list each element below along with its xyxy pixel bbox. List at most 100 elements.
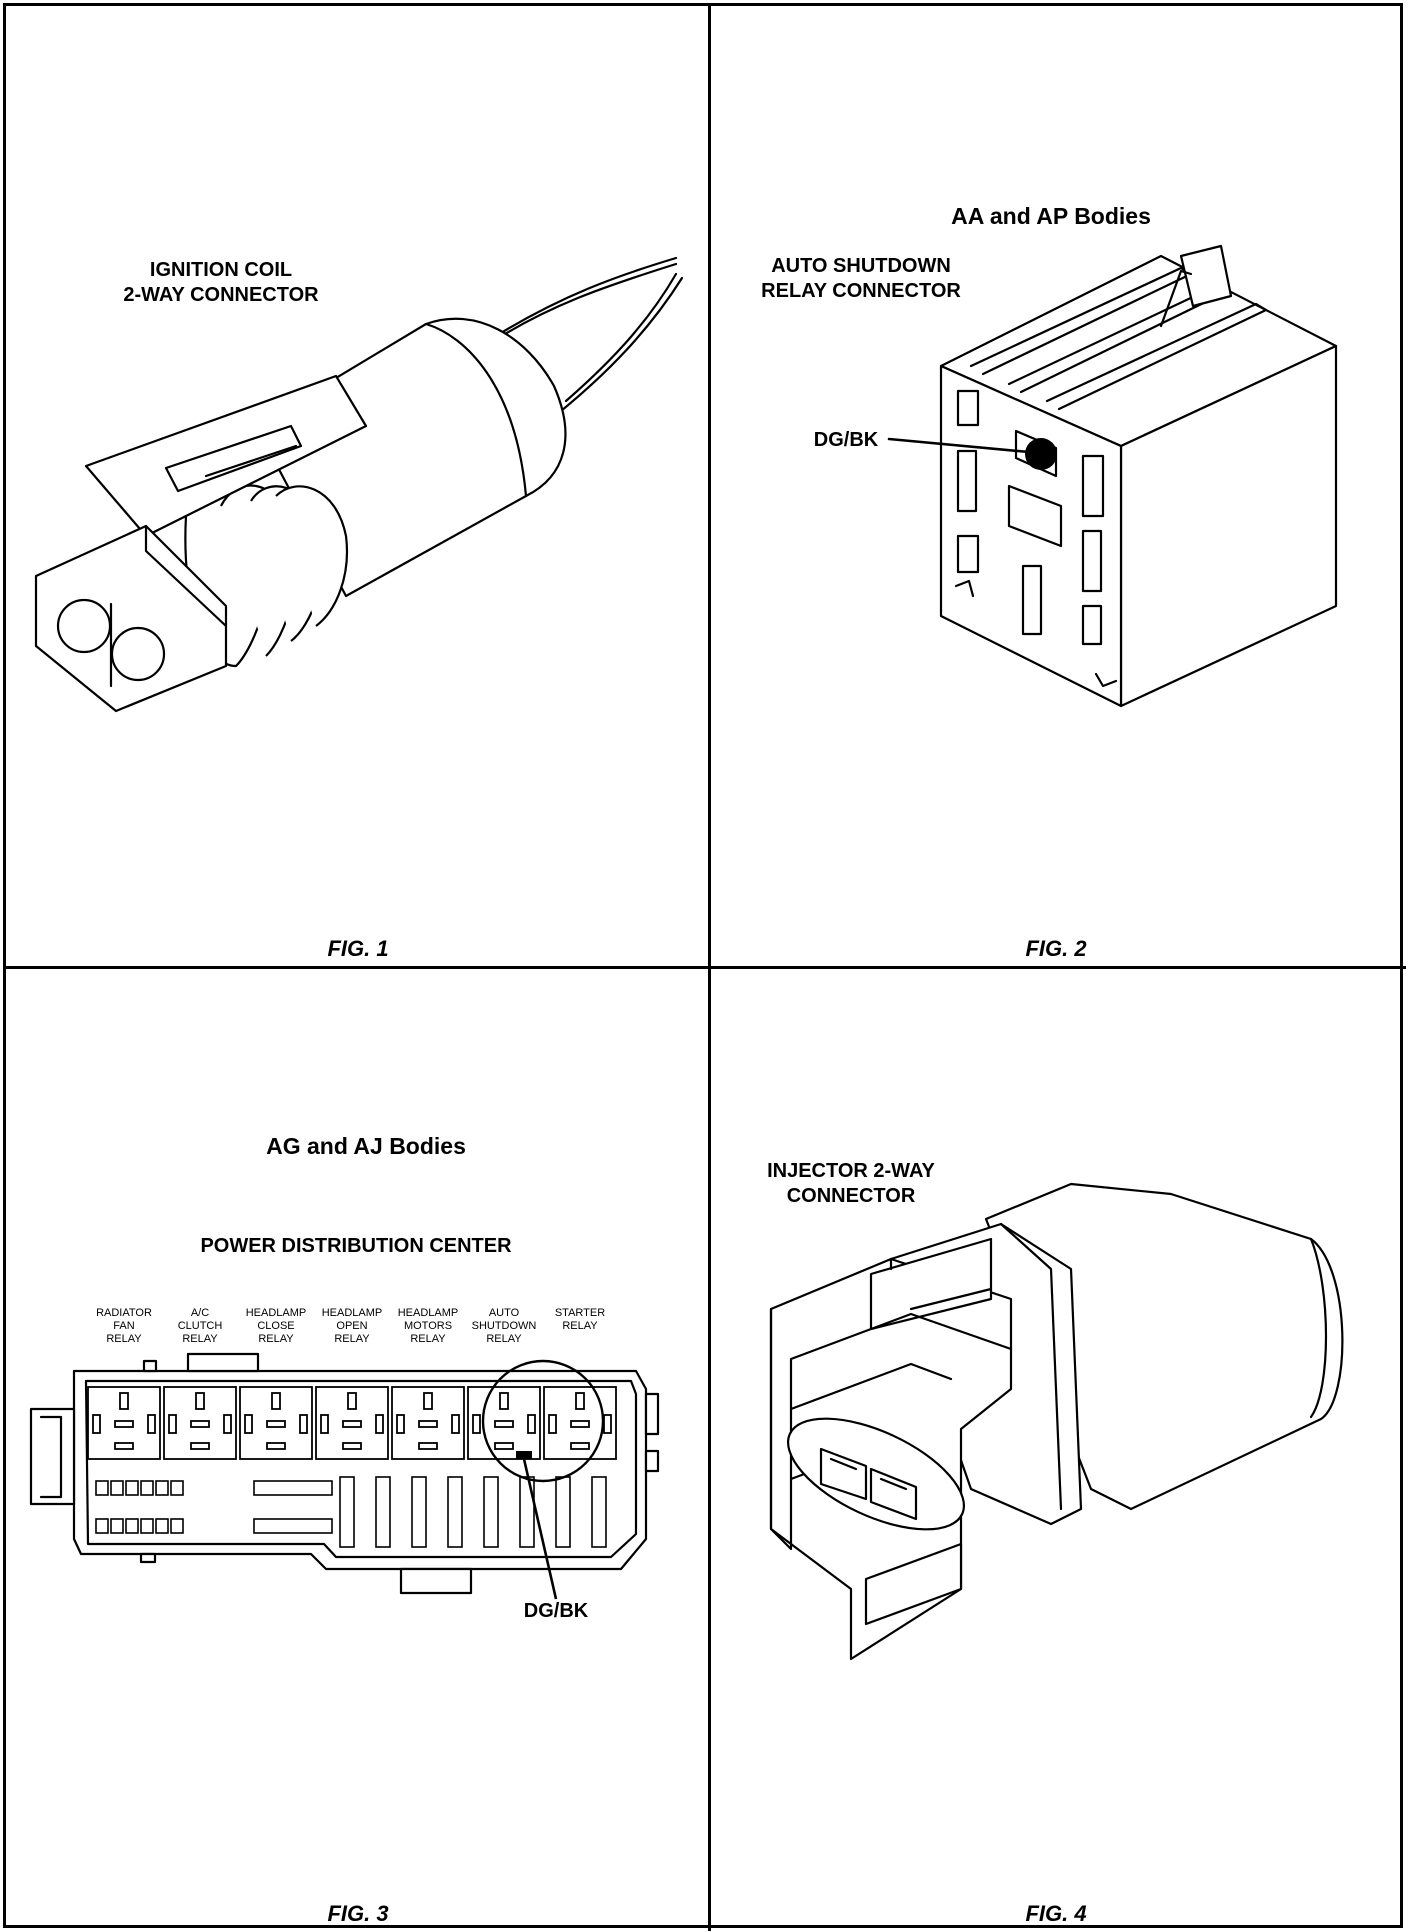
- dg-bk-terminal: [516, 1451, 532, 1459]
- cartridge-fuse: [555, 1476, 571, 1548]
- relay-terminal: [494, 1442, 514, 1450]
- relay-terminal: [342, 1420, 362, 1428]
- fig1-caption: FIG. 1: [327, 936, 389, 961]
- relay-terminal: [114, 1420, 134, 1428]
- fig3-panel: AG and AJ Bodies POWER DISTRIBUTION CENT…: [6, 969, 708, 1931]
- ignition-coil-connector-drawing: [34, 256, 684, 713]
- relay-terminal: [147, 1414, 156, 1434]
- fig2-title: AA and AP Bodies: [951, 203, 1151, 229]
- leader-line: [522, 1458, 558, 1600]
- cartridge-fuse: [519, 1476, 535, 1548]
- relay-terminal: [190, 1442, 210, 1450]
- relay-terminal: [244, 1414, 253, 1434]
- cartridge-fuse: [591, 1476, 607, 1548]
- fig2-wire-label: DG/BK: [813, 429, 879, 451]
- relay-label-line: RELAY: [410, 1333, 446, 1345]
- relay-label-line: RELAY: [486, 1333, 522, 1345]
- mini-fuse: [110, 1518, 124, 1534]
- fig4-caption: FIG. 4: [1025, 1901, 1087, 1926]
- relay-label-line: RELAY: [334, 1333, 370, 1345]
- fig2-label-line2: RELAY CONNECTOR: [761, 280, 961, 302]
- highlight-circle: [481, 1359, 605, 1483]
- relay-terminal: [494, 1420, 514, 1428]
- relay-label-line: A/C: [190, 1307, 210, 1319]
- fig4-label-line2: CONNECTOR: [786, 1185, 916, 1207]
- relay-terminal: [570, 1420, 590, 1428]
- mini-fuse: [95, 1518, 109, 1534]
- relay-terminal: [418, 1420, 438, 1428]
- relay-terminal: [472, 1414, 481, 1434]
- figure-sheet: IGNITION COIL 2-WAY CONNECTOR FIG. 1: [3, 3, 1406, 1931]
- injector-connector-drawing: [769, 1182, 1344, 1661]
- relay-terminal: [375, 1414, 384, 1434]
- fig4-panel: INJECTOR 2-WAY CONNECTOR FIG. 4: [711, 969, 1406, 1931]
- fig2-caption: FIG. 2: [1025, 936, 1087, 961]
- fig2-label-line1: AUTO SHUTDOWN: [771, 255, 951, 277]
- relay-label-line: RELAY: [562, 1320, 598, 1332]
- relay-terminal: [119, 1392, 129, 1410]
- relay-terminal: [320, 1414, 329, 1434]
- relay-terminal: [570, 1442, 590, 1450]
- mini-fuse: [95, 1480, 109, 1496]
- relay-terminal: [168, 1414, 177, 1434]
- maxi-fuse: [253, 1518, 333, 1534]
- cartridge-fuse: [447, 1476, 463, 1548]
- relay-label-line: MOTORS: [403, 1320, 453, 1332]
- relay-terminal: [396, 1414, 405, 1434]
- relay-terminal: [342, 1442, 362, 1450]
- fig3-subtitle: POWER DISTRIBUTION CENTER: [200, 1235, 512, 1257]
- relay-label-line: AUTO: [488, 1307, 520, 1319]
- relay-terminal: [266, 1420, 286, 1428]
- relay-socket-array: [87, 1359, 617, 1600]
- relay-terminal: [548, 1414, 557, 1434]
- relay-terminal: [423, 1392, 433, 1410]
- relay-label-line: HEADLAMP: [397, 1307, 459, 1319]
- relay-terminal: [527, 1414, 536, 1434]
- mini-fuse: [155, 1518, 169, 1534]
- relay-terminal: [603, 1414, 612, 1434]
- auto-shutdown-relay-connector-drawing: [887, 244, 1338, 708]
- relay-terminal: [266, 1442, 286, 1450]
- relay-label-line: FAN: [113, 1320, 135, 1332]
- fig1-label-line1: IGNITION COIL: [149, 259, 293, 281]
- relay-label-line: RELAY: [182, 1333, 218, 1345]
- relay-terminal: [347, 1392, 357, 1410]
- relay-label-line: RADIATOR: [96, 1307, 152, 1319]
- relay-label-line: SHUTDOWN: [471, 1320, 537, 1332]
- horizontal-divider: [6, 966, 1406, 969]
- relay-terminal: [499, 1392, 509, 1410]
- mini-fuse: [155, 1480, 169, 1496]
- mini-fuse: [110, 1480, 124, 1496]
- fig1-label-line2: 2-WAY CONNECTOR: [123, 284, 319, 306]
- relay-terminal: [195, 1392, 205, 1410]
- cartridge-fuse: [483, 1476, 499, 1548]
- mini-fuse: [125, 1518, 139, 1534]
- mini-fuse: [170, 1480, 184, 1496]
- relay-terminal: [271, 1392, 281, 1410]
- relay-terminal: [92, 1414, 101, 1434]
- relay-label-line: STARTER: [554, 1307, 606, 1319]
- relay-terminal: [190, 1420, 210, 1428]
- mini-fuse: [170, 1518, 184, 1534]
- maxi-fuse: [253, 1480, 333, 1496]
- fig3-title: AG and AJ Bodies: [266, 1133, 466, 1159]
- relay-terminal: [299, 1414, 308, 1434]
- fig3-wire-label: DG/BK: [523, 1600, 589, 1622]
- fig2-panel: AA and AP Bodies AUTO SHUTDOWN RELAY CON…: [711, 6, 1406, 966]
- fig3-caption: FIG. 3: [327, 1901, 389, 1926]
- relay-label-line: RELAY: [258, 1333, 294, 1345]
- cartridge-fuse: [339, 1476, 355, 1548]
- relay-label-line: RELAY: [106, 1333, 142, 1345]
- relay-terminal: [575, 1392, 585, 1410]
- cartridge-fuse: [375, 1476, 391, 1548]
- relay-terminal: [114, 1442, 134, 1450]
- relay-terminal: [418, 1442, 438, 1450]
- fig1-panel: IGNITION COIL 2-WAY CONNECTOR FIG. 1: [6, 6, 708, 966]
